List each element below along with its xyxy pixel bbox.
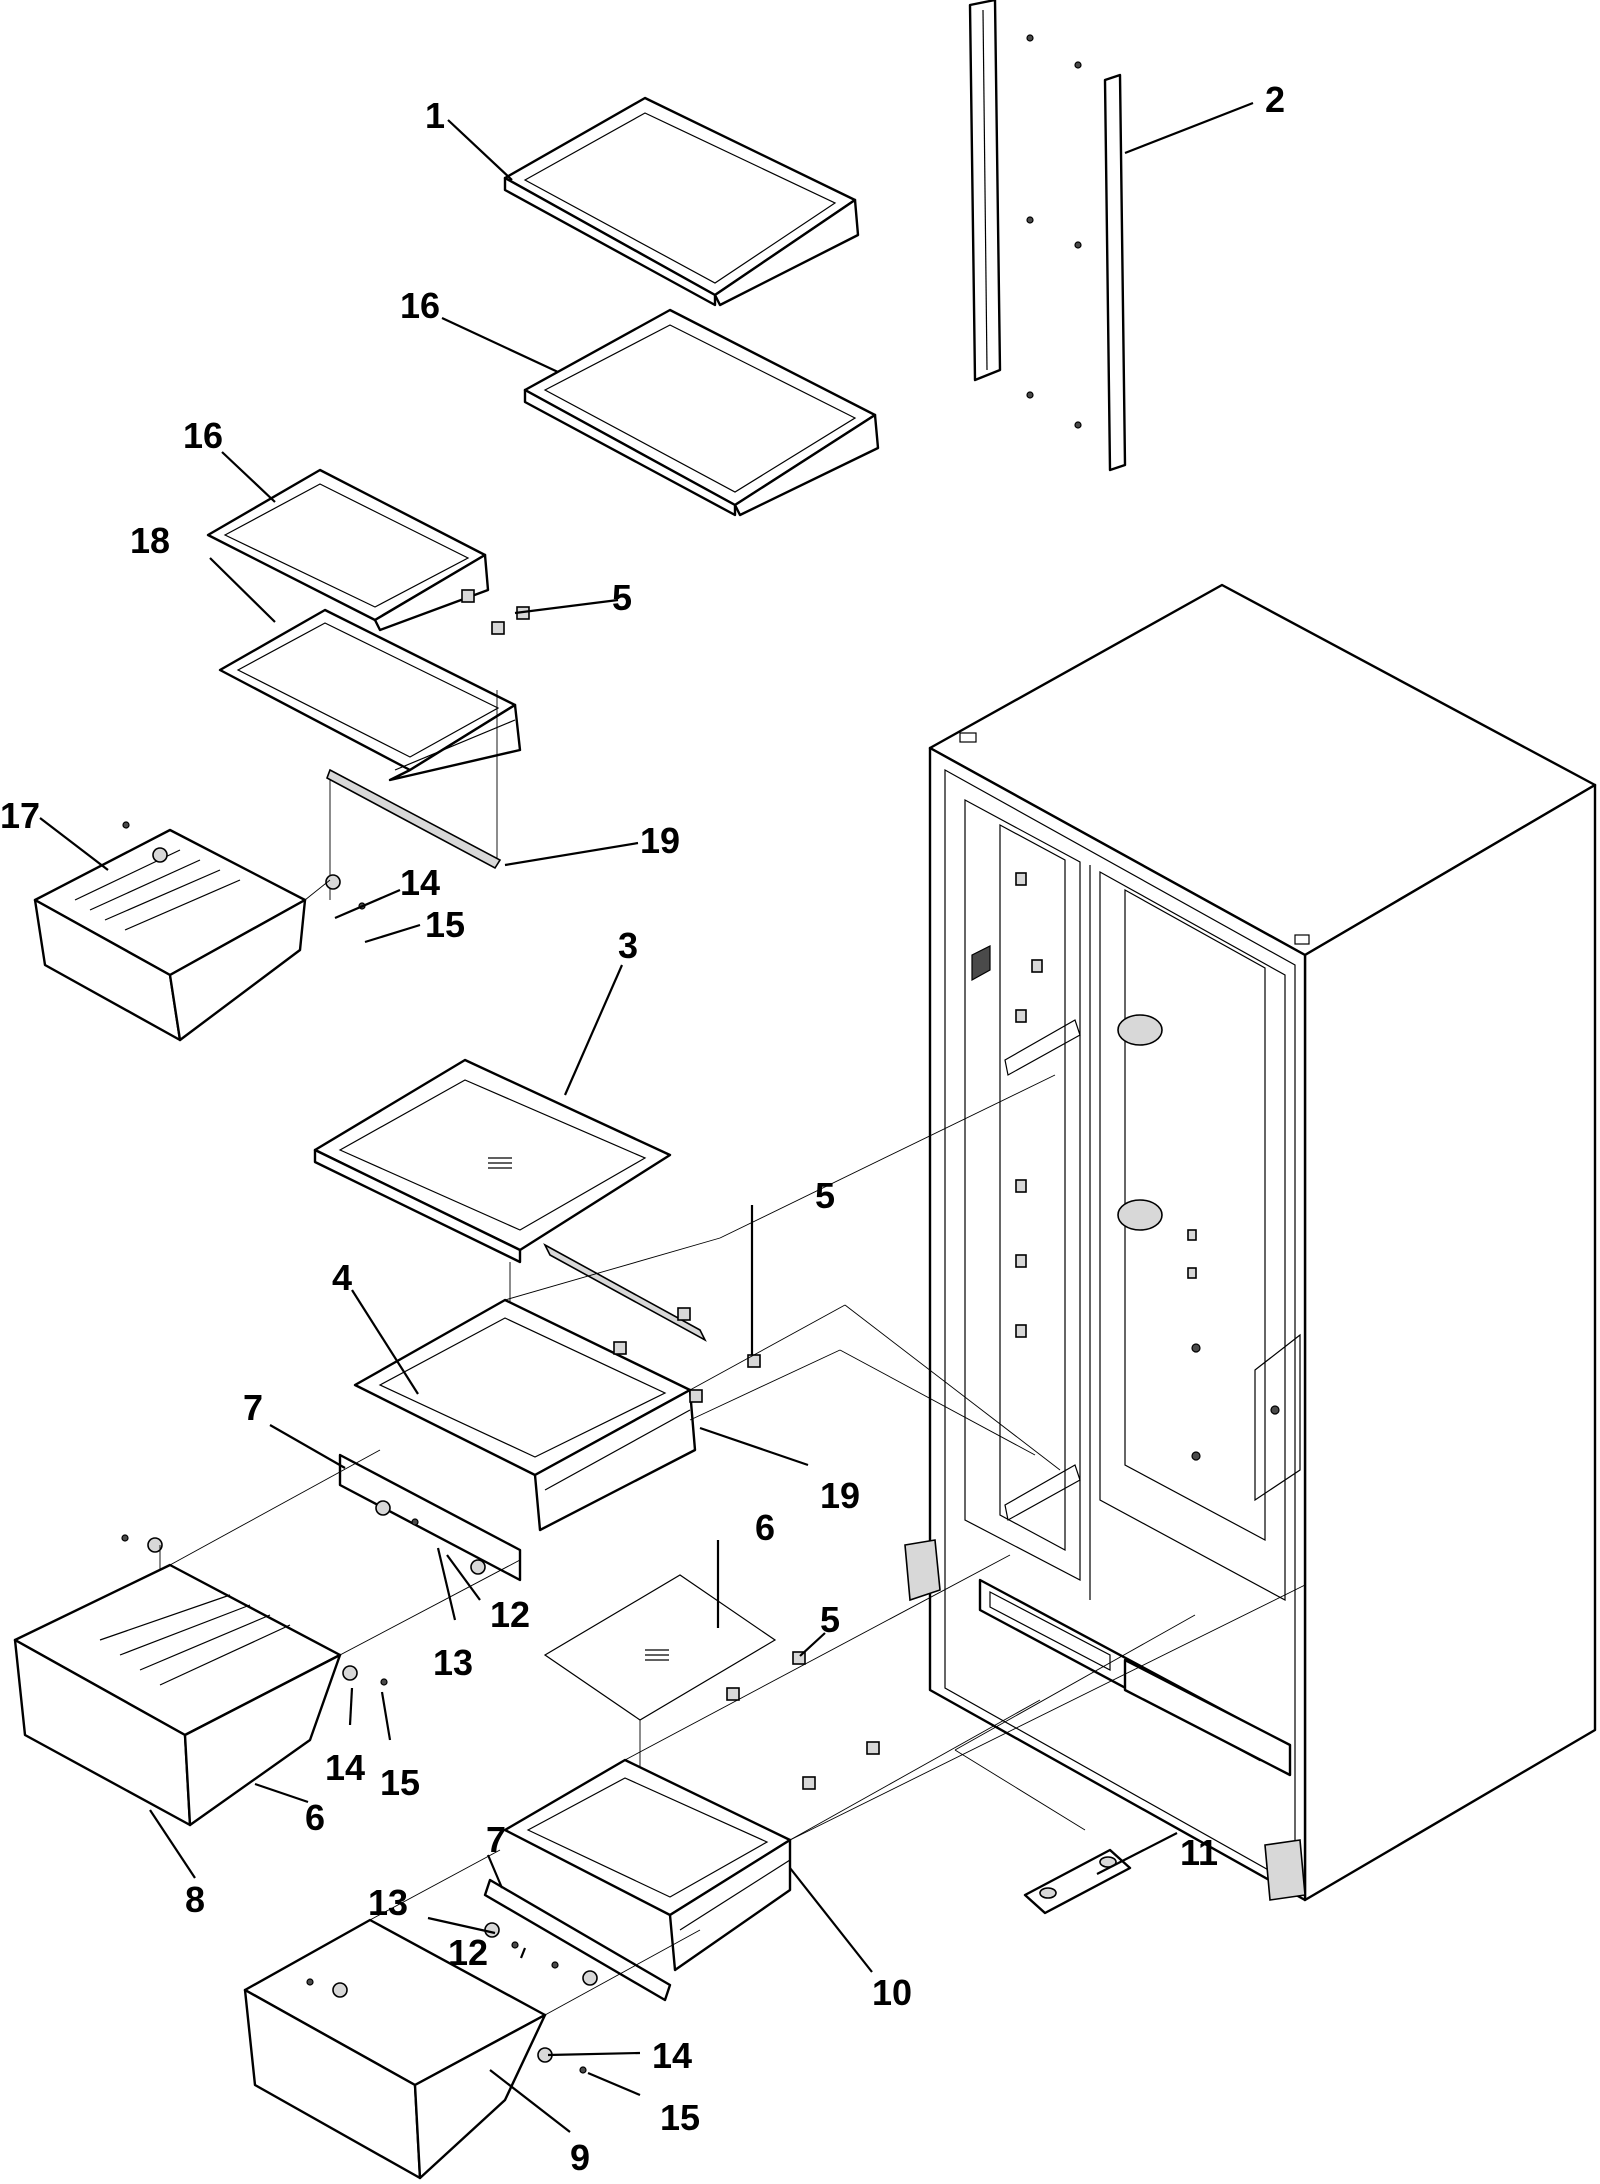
- callout-19: 19: [820, 1475, 860, 1516]
- callout-15: 15: [425, 904, 465, 945]
- drawer-rail-item-7-upper: [338, 1453, 522, 1582]
- hardware-clips-screws: [121, 589, 880, 2074]
- callout-16: 16: [183, 415, 223, 456]
- callout-12: 12: [448, 1932, 488, 1973]
- callout-14: 14: [400, 862, 440, 903]
- drawer-item-9: [243, 1918, 547, 2180]
- crisper-cover-item-18: [218, 608, 522, 860]
- callout-7: 7: [486, 1819, 506, 1860]
- callout-15: 15: [660, 2097, 700, 2138]
- shelf-item-16-lower: [206, 468, 490, 632]
- shelf-ladder-rails: [968, 0, 1127, 472]
- callout-13: 13: [368, 1882, 408, 1923]
- callout-7: 7: [243, 1387, 263, 1428]
- callout-12: 12: [490, 1594, 530, 1635]
- crisper-frame-item-4: [353, 1243, 707, 1532]
- callout-6: 6: [305, 1797, 325, 1838]
- callout-4: 4: [332, 1257, 352, 1298]
- callout-14: 14: [652, 2035, 692, 2076]
- drawer-rail-item-7-lower: [483, 1878, 672, 2002]
- callout-5: 5: [612, 577, 632, 618]
- assembly-guide-lines: [159, 879, 1306, 2016]
- callout-9: 9: [570, 2137, 590, 2178]
- callout-8: 8: [185, 1879, 205, 1920]
- refrigerator-cabinet: [904, 583, 1597, 1902]
- shelf-item-1: [503, 96, 860, 307]
- callout-11: 11: [1180, 1832, 1218, 1873]
- callout-18: 18: [130, 520, 170, 561]
- callout-5: 5: [820, 1599, 840, 1640]
- callout-14: 14: [325, 1747, 365, 1788]
- shelf-item-16-upper: [523, 308, 880, 517]
- callout-15: 15: [380, 1762, 420, 1803]
- callout-19: 19: [640, 820, 680, 861]
- callout-1: 1: [425, 95, 445, 136]
- glass-shelf-icon: [488, 1157, 669, 1661]
- part-item-11: [1023, 1848, 1132, 1915]
- callout-2: 2: [1265, 79, 1285, 120]
- callout-3: 3: [618, 925, 638, 966]
- callout-5: 5: [815, 1175, 835, 1216]
- callout-10: 10: [872, 1972, 912, 2013]
- callout-16: 16: [400, 285, 440, 326]
- callout-6: 6: [755, 1507, 775, 1548]
- callout-17: 17: [0, 795, 40, 836]
- drawer-item-17: [33, 828, 307, 1042]
- drawer-item-8: [13, 1563, 342, 1827]
- crisper-frame-item-10: [503, 1758, 792, 1972]
- callout-labels: 1 2 16 16 18 5 17 19 14 15 3 4 5 7 19 6 …: [0, 79, 1285, 2178]
- callout-13: 13: [433, 1642, 473, 1683]
- leader-lines: [39, 101, 1254, 2133]
